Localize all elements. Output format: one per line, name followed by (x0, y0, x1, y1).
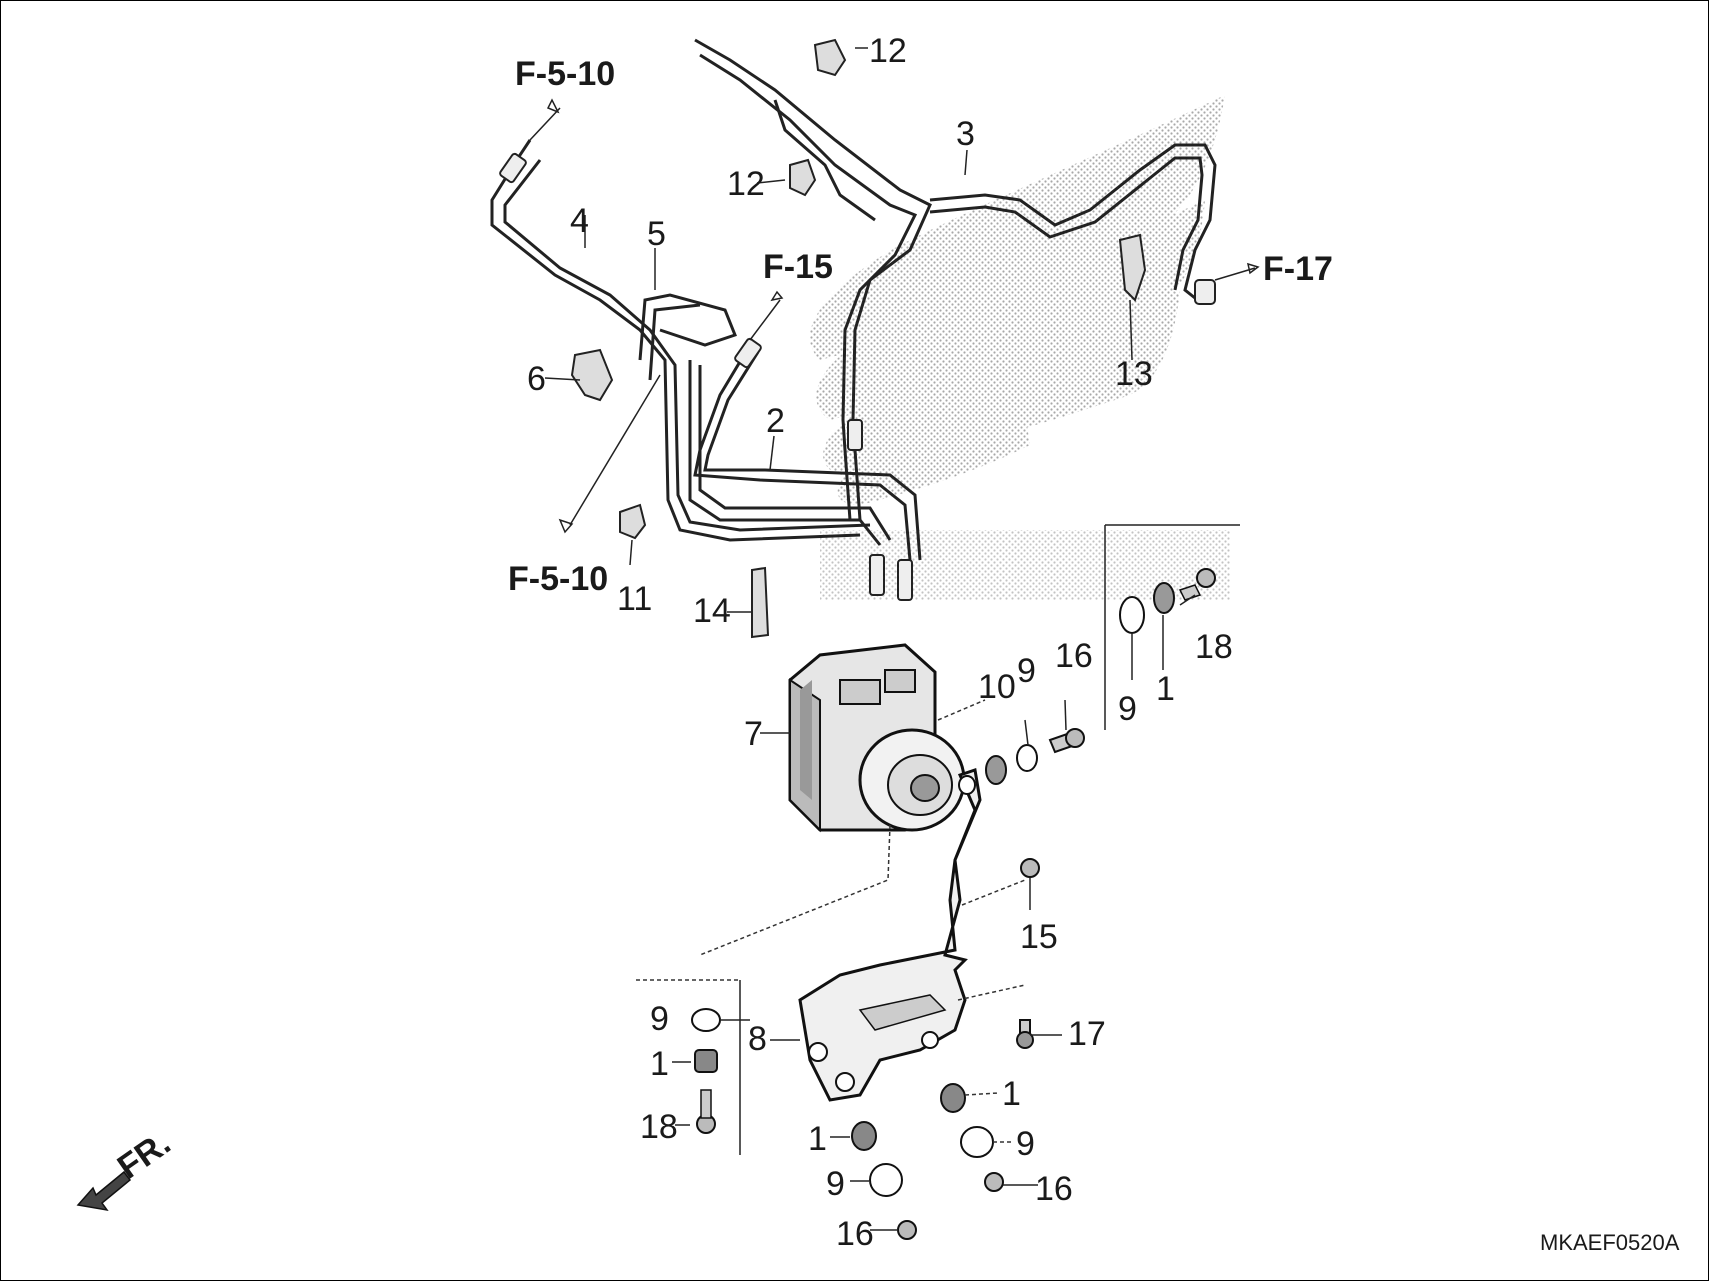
clip-11 (619, 503, 647, 540)
fasteners-right-group (985, 568, 1216, 1049)
callout-9-bottom-right: 9 (1016, 1125, 1035, 1163)
callout-18-right: 18 (1195, 628, 1233, 666)
callout-8: 8 (748, 1020, 767, 1058)
callout-9-left: 9 (650, 1000, 669, 1038)
clip-6 (570, 348, 614, 402)
callout-16-bottom: 16 (836, 1215, 874, 1253)
reference-f-5-10-bottom: F-5-10 (508, 560, 608, 598)
pipe-fittings (499, 152, 1216, 601)
callout-2: 2 (766, 402, 785, 440)
callout-9-bottom: 9 (826, 1165, 845, 1203)
callout-16-bottom-right: 16 (1035, 1170, 1073, 1208)
callout-17: 17 (1068, 1015, 1106, 1053)
callout-1-bottom-right: 1 (1002, 1075, 1021, 1113)
bracket-8 (798, 768, 982, 1102)
callout-18-left: 18 (640, 1108, 678, 1146)
callout-1-right: 1 (1156, 670, 1175, 708)
callout-7: 7 (744, 715, 763, 753)
callout-1-left: 1 (650, 1045, 669, 1083)
callout-4: 4 (570, 202, 589, 240)
abs-modulator-7 (788, 643, 966, 833)
callout-16-right: 16 (1055, 637, 1093, 675)
reference-f-17: F-17 (1263, 250, 1333, 288)
group-brackets (636, 524, 1240, 1155)
callout-12-top: 12 (869, 32, 907, 70)
callout-5: 5 (647, 215, 666, 253)
callout-11: 11 (617, 580, 652, 618)
callout-9-right: 9 (1118, 690, 1137, 728)
callout-1-bottom: 1 (808, 1120, 827, 1158)
leader-lines (529, 47, 1260, 1231)
callout-15: 15 (1020, 918, 1058, 956)
callout-12-mid: 12 (727, 165, 765, 203)
callout-6: 6 (527, 360, 546, 398)
callout-13: 13 (1115, 355, 1153, 393)
grommet-14 (751, 566, 770, 639)
clip-12-mid (789, 158, 817, 197)
brake-pipe-4 (490, 139, 871, 542)
diagram-code: MKAEF0520A (1540, 1230, 1680, 1255)
callout-10: 10 (978, 668, 1016, 706)
callout-3: 3 (956, 115, 975, 153)
reference-f-5-10-top: F-5-10 (515, 55, 615, 93)
clip-13 (1118, 233, 1147, 302)
callout-9-mid: 9 (1017, 652, 1036, 690)
brake-pipe-2 (693, 344, 922, 561)
front-direction-indicator: FR. (76, 1124, 177, 1212)
reference-labels: F-5-10 F-5-10 F-15 F-17 (508, 55, 1333, 598)
callout-14: 14 (693, 592, 731, 630)
callout-labels: 12 12 3 4 5 6 2 13 11 14 18 16 9 10 9 1 … (527, 32, 1233, 1253)
clip-12-top (813, 38, 847, 77)
reference-f-15: F-15 (763, 248, 833, 286)
